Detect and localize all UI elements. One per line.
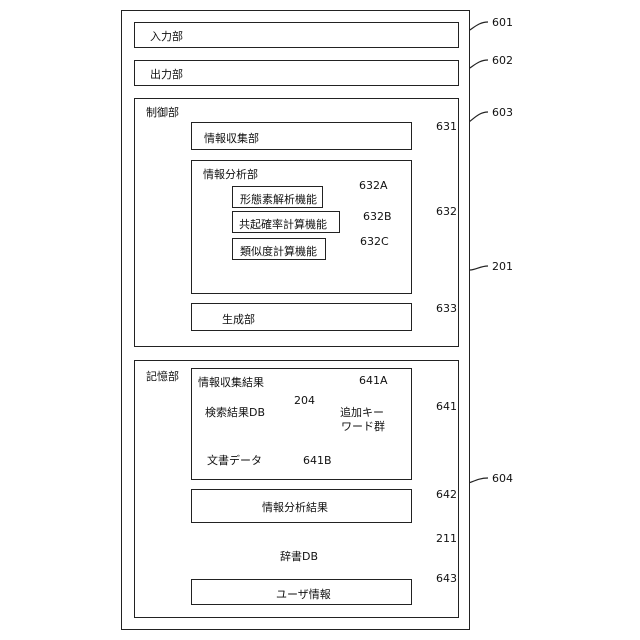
input-unit-label: 入力部: [150, 28, 183, 44]
search-db-label: 検索結果DB: [205, 404, 265, 420]
info-collection-label: 情報収集部: [204, 130, 259, 146]
dictionary-db-label: 辞書DB: [280, 548, 318, 564]
ref-633: 633: [436, 302, 457, 315]
ref-603: 603: [492, 106, 513, 119]
ref-641: 641: [436, 400, 457, 413]
ref-211: 211: [436, 532, 457, 545]
ref-631: 631: [436, 120, 457, 133]
analysis-result-label: 情報分析結果: [262, 499, 328, 515]
ref-643: 643: [436, 572, 457, 585]
ref-632A: 632A: [359, 179, 388, 192]
keywords-line2: ワード群: [341, 418, 385, 434]
storage-unit-label: 記憶部: [146, 368, 179, 384]
info-analysis-label: 情報分析部: [203, 166, 258, 182]
ref-641B: 641B: [303, 454, 332, 467]
documents-label: 文書データ: [207, 452, 262, 468]
similarity-label: 類似度計算機能: [240, 243, 317, 259]
morphological-analysis-label: 形態素解析機能: [240, 191, 317, 207]
ref-641A: 641A: [359, 374, 388, 387]
ref-601: 601: [492, 16, 513, 29]
output-unit-label: 出力部: [150, 66, 183, 82]
ref-632B: 632B: [363, 210, 392, 223]
ref-642: 642: [436, 488, 457, 501]
ref-632C: 632C: [360, 235, 389, 248]
ref-604: 604: [492, 472, 513, 485]
ref-201: 201: [492, 260, 513, 273]
control-unit-label: 制御部: [146, 104, 179, 120]
cooccurrence-label: 共起確率計算機能: [239, 216, 327, 232]
ref-204: 204: [294, 394, 315, 407]
ref-602: 602: [492, 54, 513, 67]
generation-label: 生成部: [222, 311, 255, 327]
collection-result-label: 情報収集結果: [198, 374, 264, 390]
user-info-label: ユーザ情報: [276, 586, 331, 602]
ref-632: 632: [436, 205, 457, 218]
